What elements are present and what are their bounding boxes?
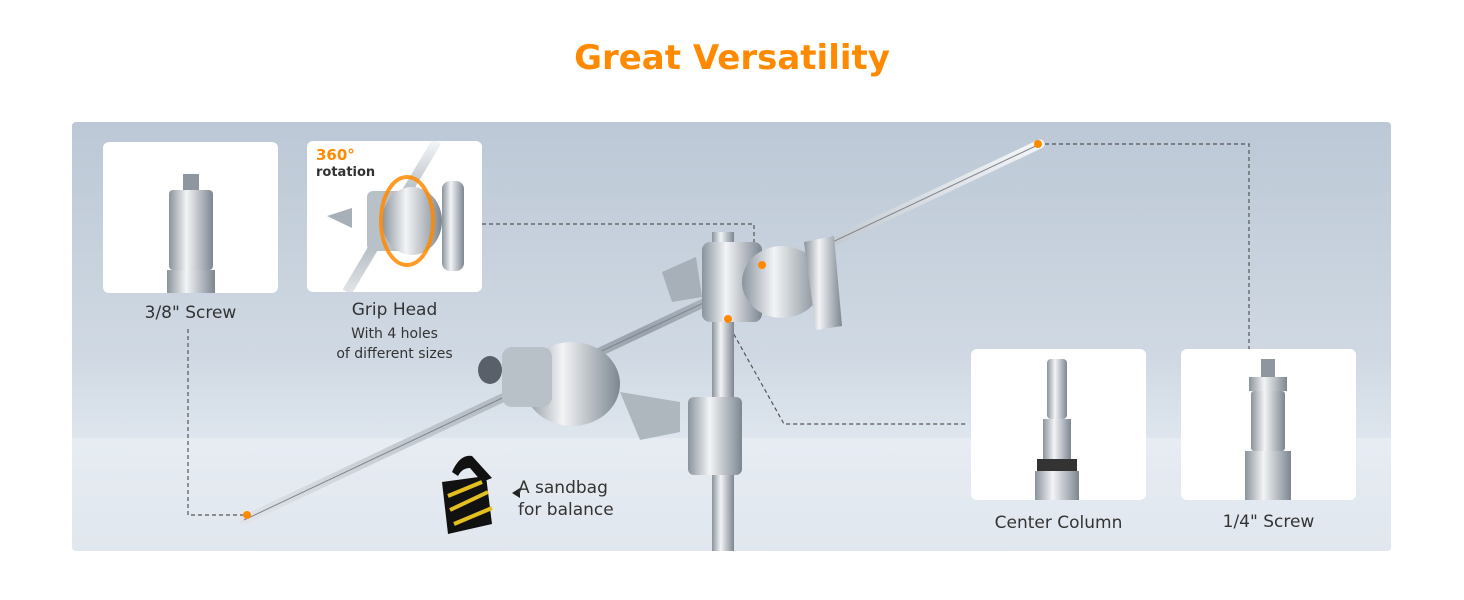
page-title: Great Versatility <box>574 38 890 78</box>
boom-arm-illustration <box>187 139 1250 551</box>
sandbag-line1: A sandbag <box>518 478 608 498</box>
screw-14-image <box>1245 359 1291 500</box>
screw-14-label: 1/4" Screw <box>1222 512 1315 532</box>
rotation-badge-text: rotation <box>316 165 376 180</box>
rotation-arrows-icon <box>379 175 435 267</box>
grip-head-card: 360° rotation <box>307 141 482 292</box>
screw-38-image <box>167 174 215 293</box>
screw-14-card <box>1181 349 1356 500</box>
grip-head-desc-line2: of different sizes <box>336 346 453 362</box>
grip-head-secondary <box>478 342 680 440</box>
grip-head-desc-line1: With 4 holes <box>351 326 438 342</box>
column-clamp <box>688 397 742 475</box>
pointer-arrow-icon <box>512 488 520 498</box>
sandbag-icon <box>442 455 493 534</box>
center-column-label: Center Column <box>994 513 1123 533</box>
product-stage: 3/8" Screw 360° rotation Grip Head With … <box>72 122 1391 551</box>
center-column-image <box>1035 359 1079 500</box>
screw-38-label: 3/8" Screw <box>144 303 237 323</box>
rotation-badge-value: 360° <box>316 146 355 164</box>
sandbag-line2: for balance <box>518 500 614 520</box>
grip-head-image <box>327 141 464 292</box>
grip-head-main <box>662 236 842 330</box>
center-column-card <box>971 349 1146 500</box>
grip-head-description: With 4 holes of different sizes <box>307 324 482 364</box>
screw-38-card <box>103 142 278 293</box>
sandbag-caption: A sandbag for balance <box>518 477 614 521</box>
grip-head-label: Grip Head <box>351 300 438 320</box>
